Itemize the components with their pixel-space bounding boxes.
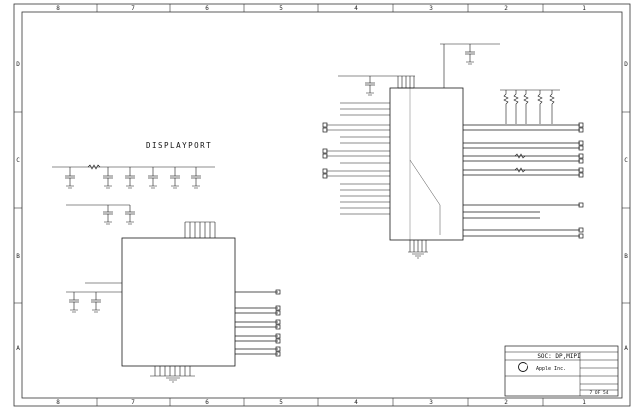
column-labels-bottom: 8 7 6 5 4 3 2 1 [56, 399, 586, 406]
displayport-power-rail [52, 164, 215, 189]
mipi-top-right-rail [440, 43, 500, 88]
row-label: D [624, 61, 628, 68]
title-block: SOC: DP,MIPI Apple Inc. 7 OF 54 [504, 345, 619, 397]
col-label: 2 [504, 5, 508, 12]
row-label: B [624, 253, 628, 260]
sheet-number: 7 OF 54 [590, 390, 609, 396]
mipi-soc-block [389, 87, 464, 259]
row-label: C [624, 157, 628, 164]
sheet-title: SOC: DP,MIPI [537, 353, 581, 360]
mipi-series-resistors [514, 153, 526, 173]
row-label: A [624, 345, 628, 352]
row-label: B [16, 253, 20, 260]
displayport-soc-block [121, 237, 236, 383]
mipi-output-connectors [578, 122, 584, 239]
col-label: 5 [279, 5, 283, 12]
zone-dividers [14, 4, 630, 406]
displayport-second-rail [66, 204, 135, 225]
col-label: 6 [205, 5, 209, 12]
col-label: 1 [582, 399, 586, 406]
row-labels-right: D C B A [624, 61, 628, 352]
row-label: D [16, 61, 20, 68]
left-input-lines [66, 282, 122, 313]
section-title-displayport: DISPLAYPORT [146, 141, 212, 150]
sheet-frame [13, 3, 631, 407]
col-label: 4 [354, 399, 358, 406]
mipi-top-rail [338, 75, 415, 96]
dp-output-connectors [275, 289, 281, 357]
col-label: 8 [56, 399, 60, 406]
row-label: C [16, 157, 20, 164]
col-label: 7 [131, 399, 135, 406]
mipi-input-connectors [322, 122, 328, 179]
mipi-pullup-resistors [500, 89, 560, 124]
col-label: 5 [279, 399, 283, 406]
dp-output-lines [235, 291, 278, 355]
mipi-output-lines [463, 124, 580, 237]
col-label: 2 [504, 399, 508, 406]
col-label: 1 [582, 5, 586, 12]
ic-feed-lines [184, 221, 216, 238]
col-label: 3 [429, 399, 433, 406]
col-label: 8 [56, 5, 60, 12]
column-labels-top: 8 7 6 5 4 3 2 1 [56, 5, 586, 12]
row-labels-left: D C B A [16, 61, 20, 352]
company-name: Apple Inc. [536, 366, 566, 372]
apple-logo-icon [518, 362, 528, 372]
mipi-input-lines [326, 102, 390, 215]
col-label: 7 [131, 5, 135, 12]
col-label: 6 [205, 399, 209, 406]
col-label: 4 [354, 5, 358, 12]
row-label: A [16, 345, 20, 352]
col-label: 3 [429, 5, 433, 12]
